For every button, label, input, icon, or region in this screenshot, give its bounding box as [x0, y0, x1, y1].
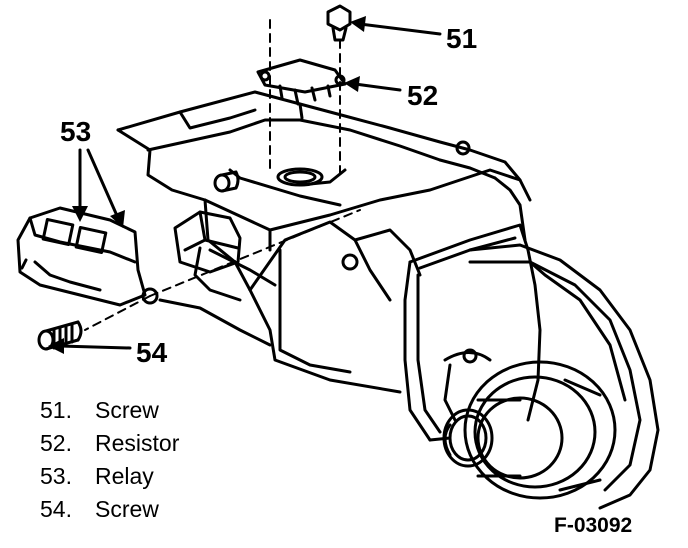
case-screw: [213, 170, 240, 193]
callout-52: 52: [407, 80, 439, 111]
arrowheads: [48, 16, 366, 354]
callout-51: 51: [446, 23, 478, 54]
legend-item: 54. Screw: [40, 493, 179, 526]
callout-54: 54: [136, 337, 168, 368]
blower-housing: [403, 223, 660, 510]
legend-item: 51. Screw: [40, 394, 179, 427]
blower-motor: [428, 360, 617, 500]
callout-53: 53: [60, 116, 92, 147]
figure-id: F-03092: [554, 514, 633, 537]
legend-part-name: Resistor: [95, 430, 180, 456]
legend-number: 54.: [40, 496, 72, 522]
legend-part-name: Relay: [95, 463, 154, 489]
legend-number: 51.: [40, 397, 72, 423]
alignment-lines: [84, 19, 361, 331]
legend-number: 53.: [40, 463, 72, 489]
resistor-opening: [276, 167, 324, 187]
legend-item: 52. Resistor: [40, 427, 179, 460]
relay-connector: [173, 210, 242, 274]
leader-arrows: [58, 22, 442, 350]
parts-legend: 51. Screw 52. Resistor 53. Relay 54. Scr…: [40, 394, 179, 526]
legend-part-name: Screw: [95, 496, 159, 522]
legend-part-name: Screw: [95, 397, 159, 423]
heater-case: [116, 90, 532, 394]
relay-assembly: [16, 206, 159, 307]
legend-item: 53. Relay: [40, 460, 179, 493]
screw-51: [326, 4, 352, 42]
legend-number: 52.: [40, 430, 72, 456]
